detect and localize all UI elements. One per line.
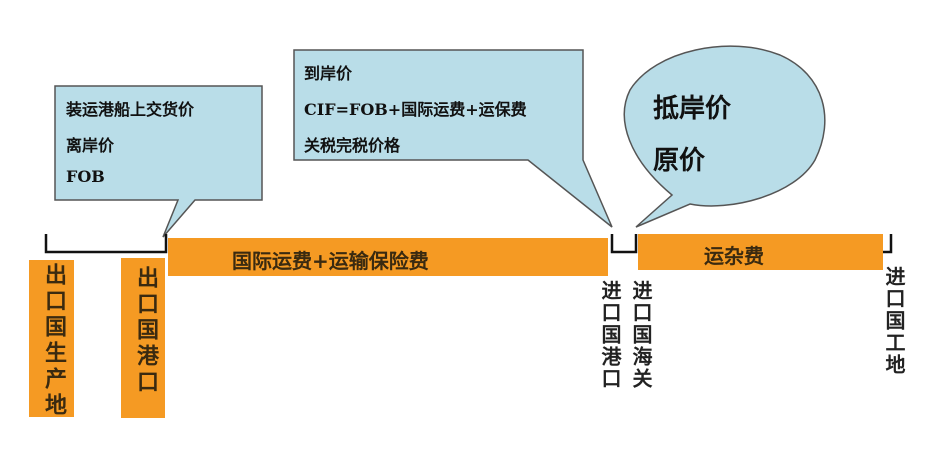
landed-price-line2: 原价	[653, 146, 706, 176]
bracket-port-to-customs	[610, 234, 638, 254]
miscellaneous-freight-bar	[638, 234, 883, 270]
import-site-label: 进口国工地	[882, 266, 906, 376]
landed-price-line1: 抵岸价	[653, 94, 732, 124]
export-port-label: 出口国港口	[133, 266, 158, 396]
international-freight-label: 国际运费+运输保险费	[232, 249, 429, 273]
import-port-label: 进口国港口	[598, 280, 622, 390]
bracket-origin-to-port	[44, 234, 168, 254]
bracket-site-end	[883, 234, 893, 254]
fob-callout-shape	[54, 85, 263, 238]
export-port-box	[121, 258, 165, 418]
cif-callout-line1: 到岸价	[304, 64, 353, 83]
export-origin-box	[29, 260, 74, 417]
international-freight-bar	[168, 238, 608, 276]
cif-callout-line3: 关税完税价格	[304, 136, 401, 155]
landed-price-callout-shape	[623, 45, 826, 228]
cif-callout-line2: CIF=FOB+国际运费+运保费	[304, 100, 527, 119]
import-customs-label: 进口国海关	[629, 280, 653, 390]
fob-callout-line3: FOB	[66, 167, 105, 186]
fob-callout-line1: 装运港船上交货价	[66, 100, 195, 119]
fob-callout-line2: 离岸价	[66, 136, 115, 155]
miscellaneous-freight-label: 运杂费	[704, 244, 764, 268]
export-origin-label: 出口国生产地	[41, 263, 66, 419]
cif-callout-shape	[293, 49, 613, 228]
